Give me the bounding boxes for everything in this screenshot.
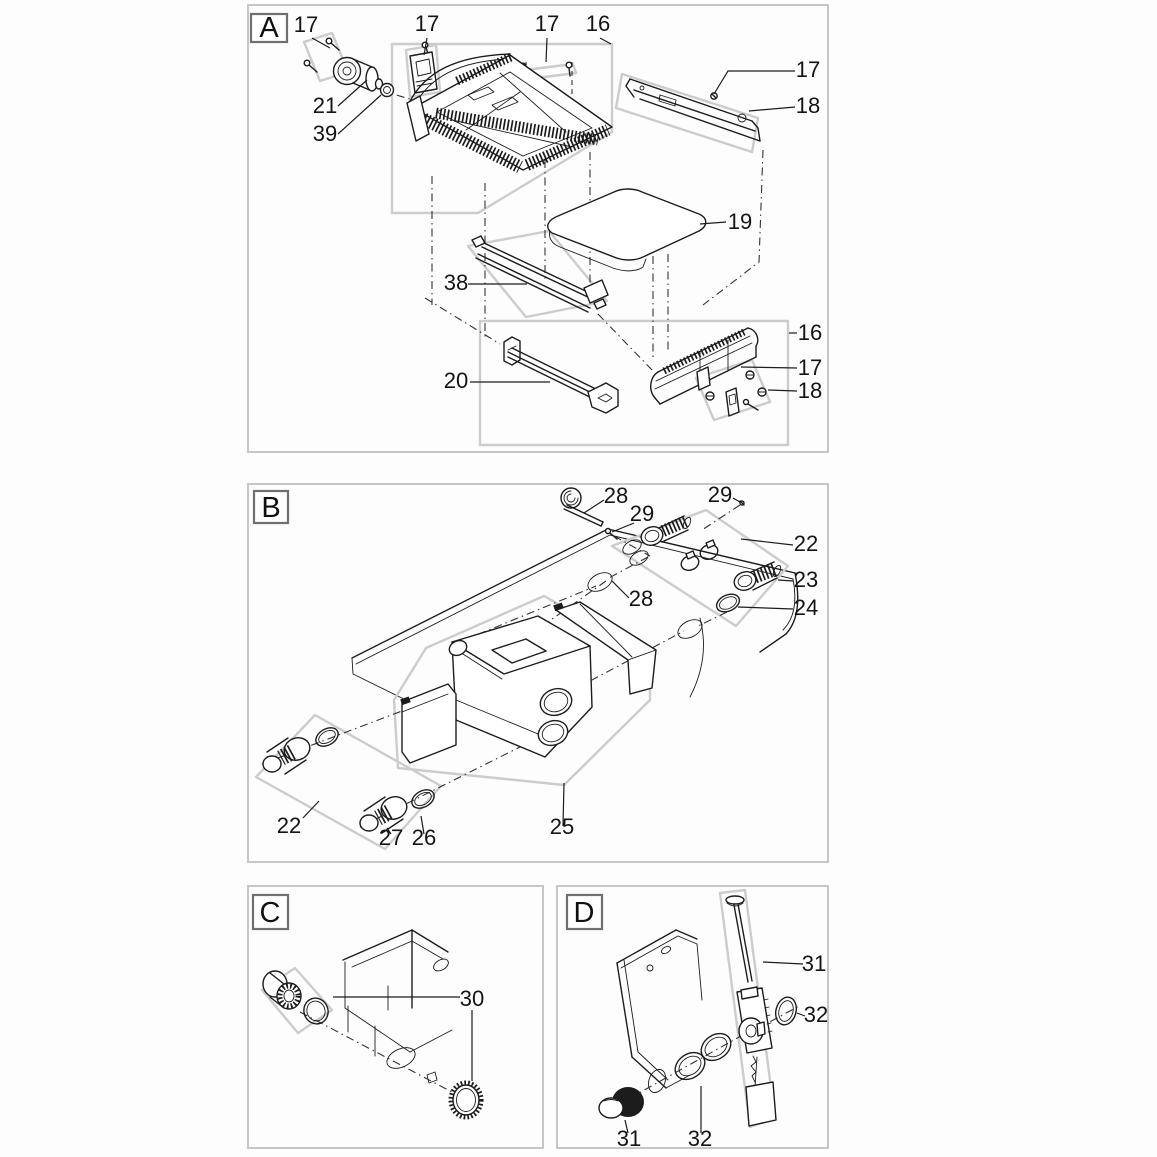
screw-29 bbox=[604, 500, 745, 540]
callout-20: 20 bbox=[444, 368, 468, 393]
panel-d: D bbox=[556, 885, 829, 1151]
callout-27: 27 bbox=[379, 825, 403, 850]
part-pump-motor-21 bbox=[303, 37, 395, 98]
part-standpipe-31 bbox=[725, 895, 753, 983]
callout-32: 32 bbox=[688, 1126, 712, 1151]
panel-b: B bbox=[247, 482, 829, 863]
panel-b-callouts: 28 29 29 22 23 24 28 25 22 27 26 bbox=[277, 482, 818, 850]
o-ring-26 bbox=[411, 789, 435, 809]
panel-c-letter-box bbox=[251, 893, 290, 931]
callout-18: 18 bbox=[796, 93, 820, 118]
callout-16: 16 bbox=[586, 11, 610, 36]
callout-23: 23 bbox=[794, 567, 818, 592]
callout-38: 38 bbox=[444, 270, 468, 295]
callout-32: 32 bbox=[804, 1002, 828, 1027]
panel-a: A bbox=[247, 4, 829, 453]
panel-d-callouts: 31 32 31 32 bbox=[617, 951, 828, 1151]
part-rail-38 bbox=[471, 235, 609, 313]
part-bracket-18 bbox=[625, 78, 761, 142]
part-foam-19 bbox=[547, 188, 707, 272]
callout-22: 22 bbox=[794, 531, 818, 556]
floor-hole bbox=[386, 1047, 416, 1069]
o-ring-24 bbox=[715, 593, 741, 613]
callout-31: 31 bbox=[617, 1126, 641, 1151]
panel-d-letter-box bbox=[565, 893, 604, 931]
panel-a-letter: A bbox=[259, 12, 279, 44]
panel-b-letter: B bbox=[261, 492, 280, 524]
panel-a-border bbox=[247, 4, 829, 453]
panel-c-alignment-line bbox=[299, 1011, 453, 1093]
callout-25: 25 bbox=[550, 814, 574, 839]
panel-a-letter-box bbox=[249, 12, 289, 44]
callout-18: 18 bbox=[798, 378, 822, 403]
callout-31: 31 bbox=[802, 951, 826, 976]
part-ring-39 bbox=[379, 82, 395, 98]
tank-hole bbox=[587, 572, 613, 592]
part-endcap-16 bbox=[650, 327, 759, 405]
part-assembly-25 bbox=[400, 601, 657, 764]
panel-d-border bbox=[556, 885, 829, 1149]
callout-19: 19 bbox=[728, 209, 752, 234]
tank-corner-outline bbox=[342, 929, 453, 1084]
part-coil-28 bbox=[560, 487, 604, 527]
floor-hole bbox=[647, 1068, 667, 1094]
part-lockring-30 bbox=[448, 1080, 484, 1120]
panel-b-leaders bbox=[302, 497, 794, 835]
part-cap-group-22 bbox=[262, 727, 435, 834]
part-hosetail-23 bbox=[715, 561, 782, 613]
panel-b-border bbox=[247, 483, 829, 863]
panel-d-leaders bbox=[624, 961, 806, 1134]
part-rail-20 bbox=[503, 336, 619, 414]
part-sieve-frame-16 bbox=[406, 52, 613, 173]
panel-d-letter: D bbox=[574, 897, 595, 929]
callout-17: 17 bbox=[535, 11, 559, 36]
o-ring bbox=[303, 997, 329, 1025]
callout-17: 17 bbox=[796, 57, 820, 82]
callout-39: 39 bbox=[313, 121, 337, 146]
o-ring bbox=[315, 727, 339, 747]
tank-hole bbox=[677, 619, 703, 639]
callout-28: 28 bbox=[604, 483, 628, 508]
hardware-17-18 bbox=[705, 370, 767, 417]
part-hosetail-group-22 bbox=[622, 515, 719, 571]
callout-24: 24 bbox=[794, 595, 818, 620]
part-bearing-30 bbox=[262, 970, 329, 1025]
panel-b-letter-box bbox=[252, 489, 290, 525]
panel-c-leaders bbox=[333, 996, 473, 1081]
part-o-rings-32 bbox=[674, 996, 798, 1081]
panel-a-group-outlines bbox=[302, 31, 790, 447]
part-valve-body bbox=[736, 986, 777, 1127]
callout-29: 29 bbox=[708, 482, 732, 507]
callout-29: 29 bbox=[630, 501, 654, 526]
channel-rail-lower bbox=[401, 683, 457, 764]
callout-17: 17 bbox=[294, 12, 318, 37]
callout-21: 21 bbox=[313, 93, 337, 118]
panel-c-border bbox=[247, 885, 544, 1149]
tank-outline-d bbox=[616, 929, 703, 1094]
part-cap-27 bbox=[380, 796, 408, 820]
callout-26: 26 bbox=[412, 825, 436, 850]
callout-17: 17 bbox=[415, 11, 439, 36]
callout-30: 30 bbox=[460, 986, 484, 1011]
tank-hole bbox=[433, 958, 449, 972]
callout-22: 22 bbox=[277, 813, 301, 838]
panel-c-letter: C bbox=[260, 897, 281, 929]
valve-flap bbox=[745, 1081, 777, 1127]
panel-a-leaders bbox=[311, 37, 798, 392]
callout-28: 28 bbox=[629, 586, 653, 611]
part-cap-31 bbox=[598, 1087, 644, 1119]
callout-17: 17 bbox=[798, 355, 822, 380]
panel-a-callouts: 17 17 17 16 21 39 17 18 19 38 20 16 17 1… bbox=[294, 11, 822, 403]
callout-16: 16 bbox=[798, 320, 822, 345]
screws-17-topleft bbox=[303, 37, 340, 73]
panel-c: C bbox=[247, 885, 544, 1149]
